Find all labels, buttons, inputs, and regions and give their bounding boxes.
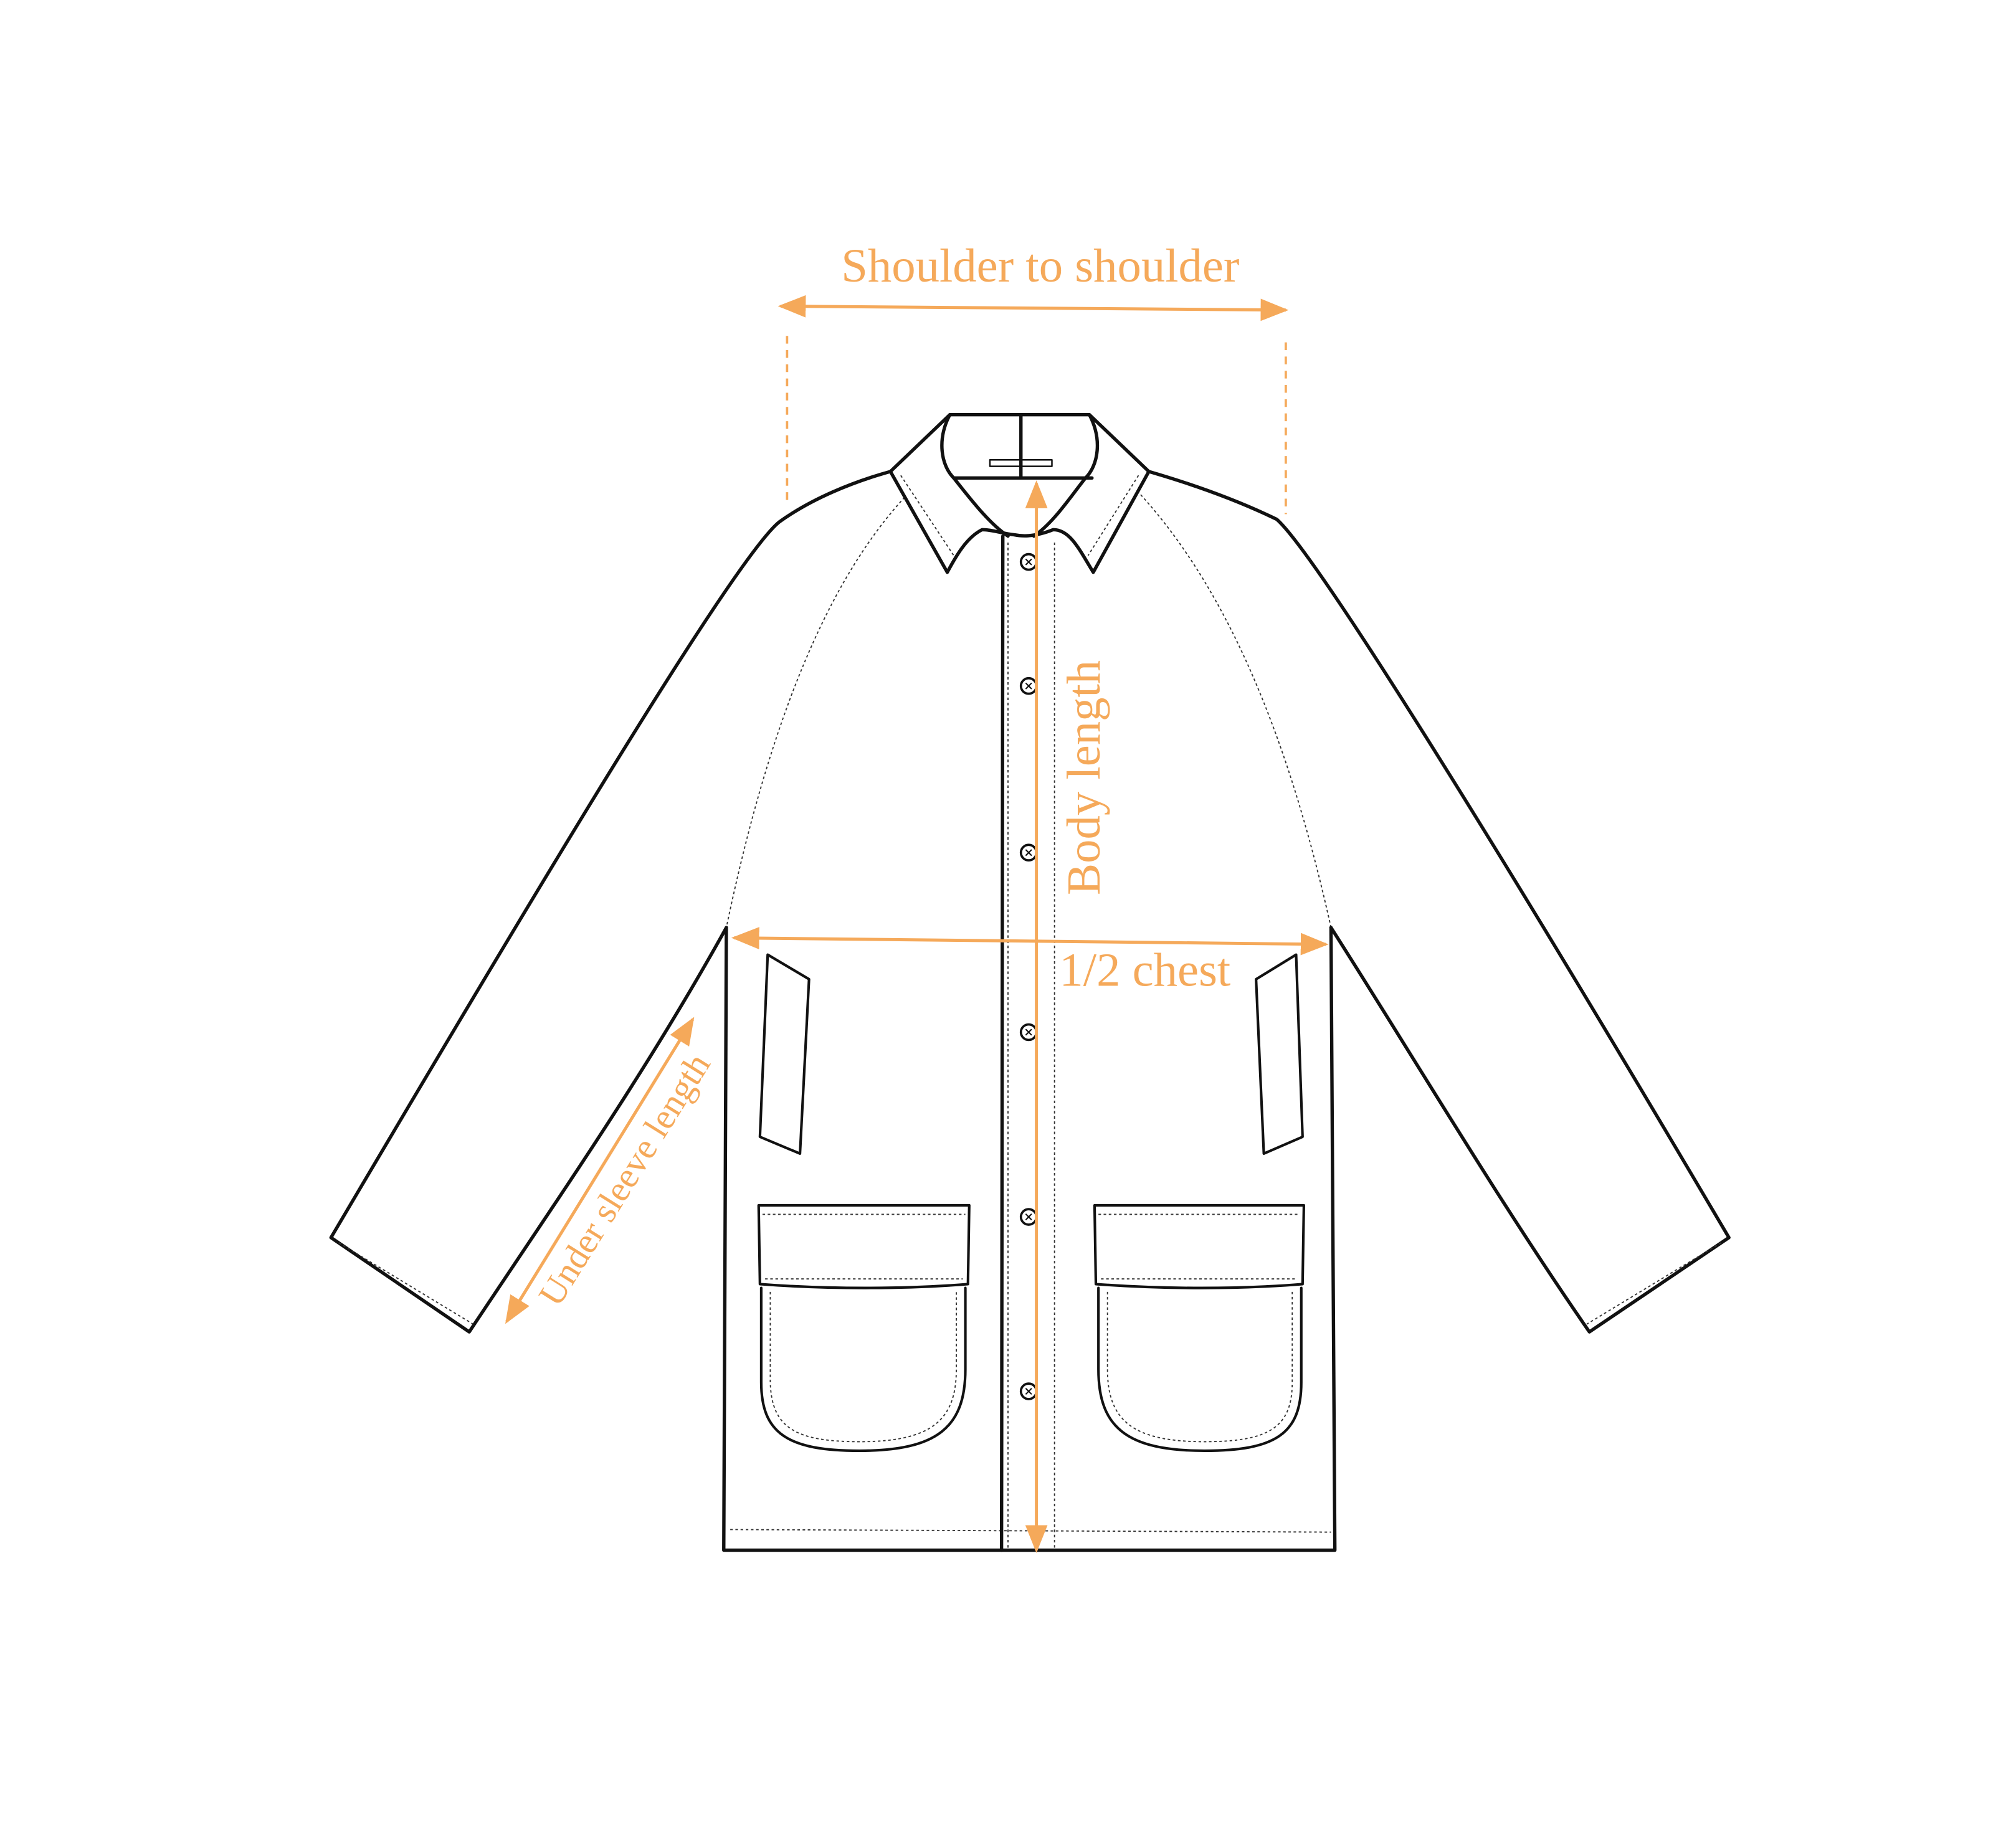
- body: [722, 926, 1337, 1552]
- chest-arrow: [731, 927, 1329, 956]
- body-length-label: Body length: [1057, 660, 1110, 895]
- right-raglan-seam: [1136, 490, 1332, 928]
- chest-label: 1/2 chest: [1059, 943, 1230, 996]
- right-patch-pocket: [1093, 1203, 1305, 1452]
- sleeve-label: Under sleeve length: [531, 1046, 718, 1312]
- shoulder-label: Shoulder to shoulder: [841, 239, 1239, 292]
- placket: [999, 534, 1005, 1552]
- placket-stitch: [1007, 543, 1055, 1550]
- sleeve-arrow: [505, 1017, 695, 1324]
- right-cuff-stitch: [1586, 1242, 1722, 1325]
- hem-stitch: [730, 1529, 1331, 1533]
- measurements: Shoulder to shoulder Body length 1/2 che…: [505, 239, 1329, 1554]
- collar-stand: [952, 413, 1094, 480]
- button: [1019, 553, 1038, 571]
- button: [1019, 1382, 1038, 1400]
- buttons: [1019, 553, 1038, 1400]
- shoulder-arrow: [777, 295, 1289, 321]
- button: [1019, 1208, 1038, 1226]
- collar: [888, 413, 1151, 574]
- right-welt-pocket: [1255, 953, 1304, 1156]
- button: [1019, 843, 1038, 862]
- left-raglan-seam: [725, 496, 905, 928]
- button: [1019, 1023, 1038, 1042]
- right-sleeve: [1147, 470, 1731, 1334]
- button: [1019, 676, 1038, 695]
- left-cuff-stitch: [338, 1242, 473, 1325]
- left-welt-pocket: [758, 953, 811, 1156]
- hanger-loop: [989, 459, 1053, 467]
- jacket-outline: [329, 413, 1731, 1552]
- left-patch-pocket: [757, 1203, 971, 1452]
- collar-stitch: [900, 475, 1139, 556]
